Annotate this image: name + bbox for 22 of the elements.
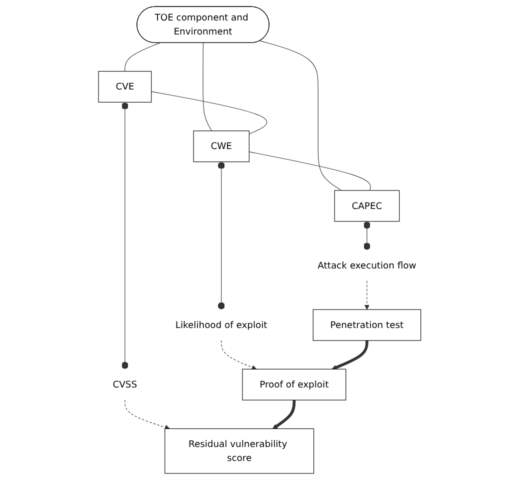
arrow	[272, 400, 296, 429]
node-box: Penetration test	[313, 309, 422, 341]
node-box: Residual vulnerability score	[165, 428, 315, 474]
arrow	[332, 340, 369, 370]
node-text: Likelihood of exploit	[176, 319, 268, 330]
connector	[125, 42, 161, 72]
node-box: Proof of exploit	[242, 368, 347, 400]
connector	[122, 102, 129, 370]
connector	[203, 42, 213, 132]
connector	[152, 91, 268, 134]
node-box: CAPEC	[334, 190, 400, 222]
node-box: CVE	[98, 71, 152, 103]
connector	[364, 221, 371, 250]
node-text: Attack execution flow	[318, 260, 417, 271]
arrow	[364, 280, 370, 310]
node-box: CWE	[194, 130, 250, 162]
connector	[249, 152, 372, 191]
connector	[218, 162, 226, 310]
arrow	[222, 340, 258, 370]
arrow	[125, 400, 170, 430]
connector	[260, 40, 342, 191]
node-text: CVSS	[113, 378, 138, 390]
